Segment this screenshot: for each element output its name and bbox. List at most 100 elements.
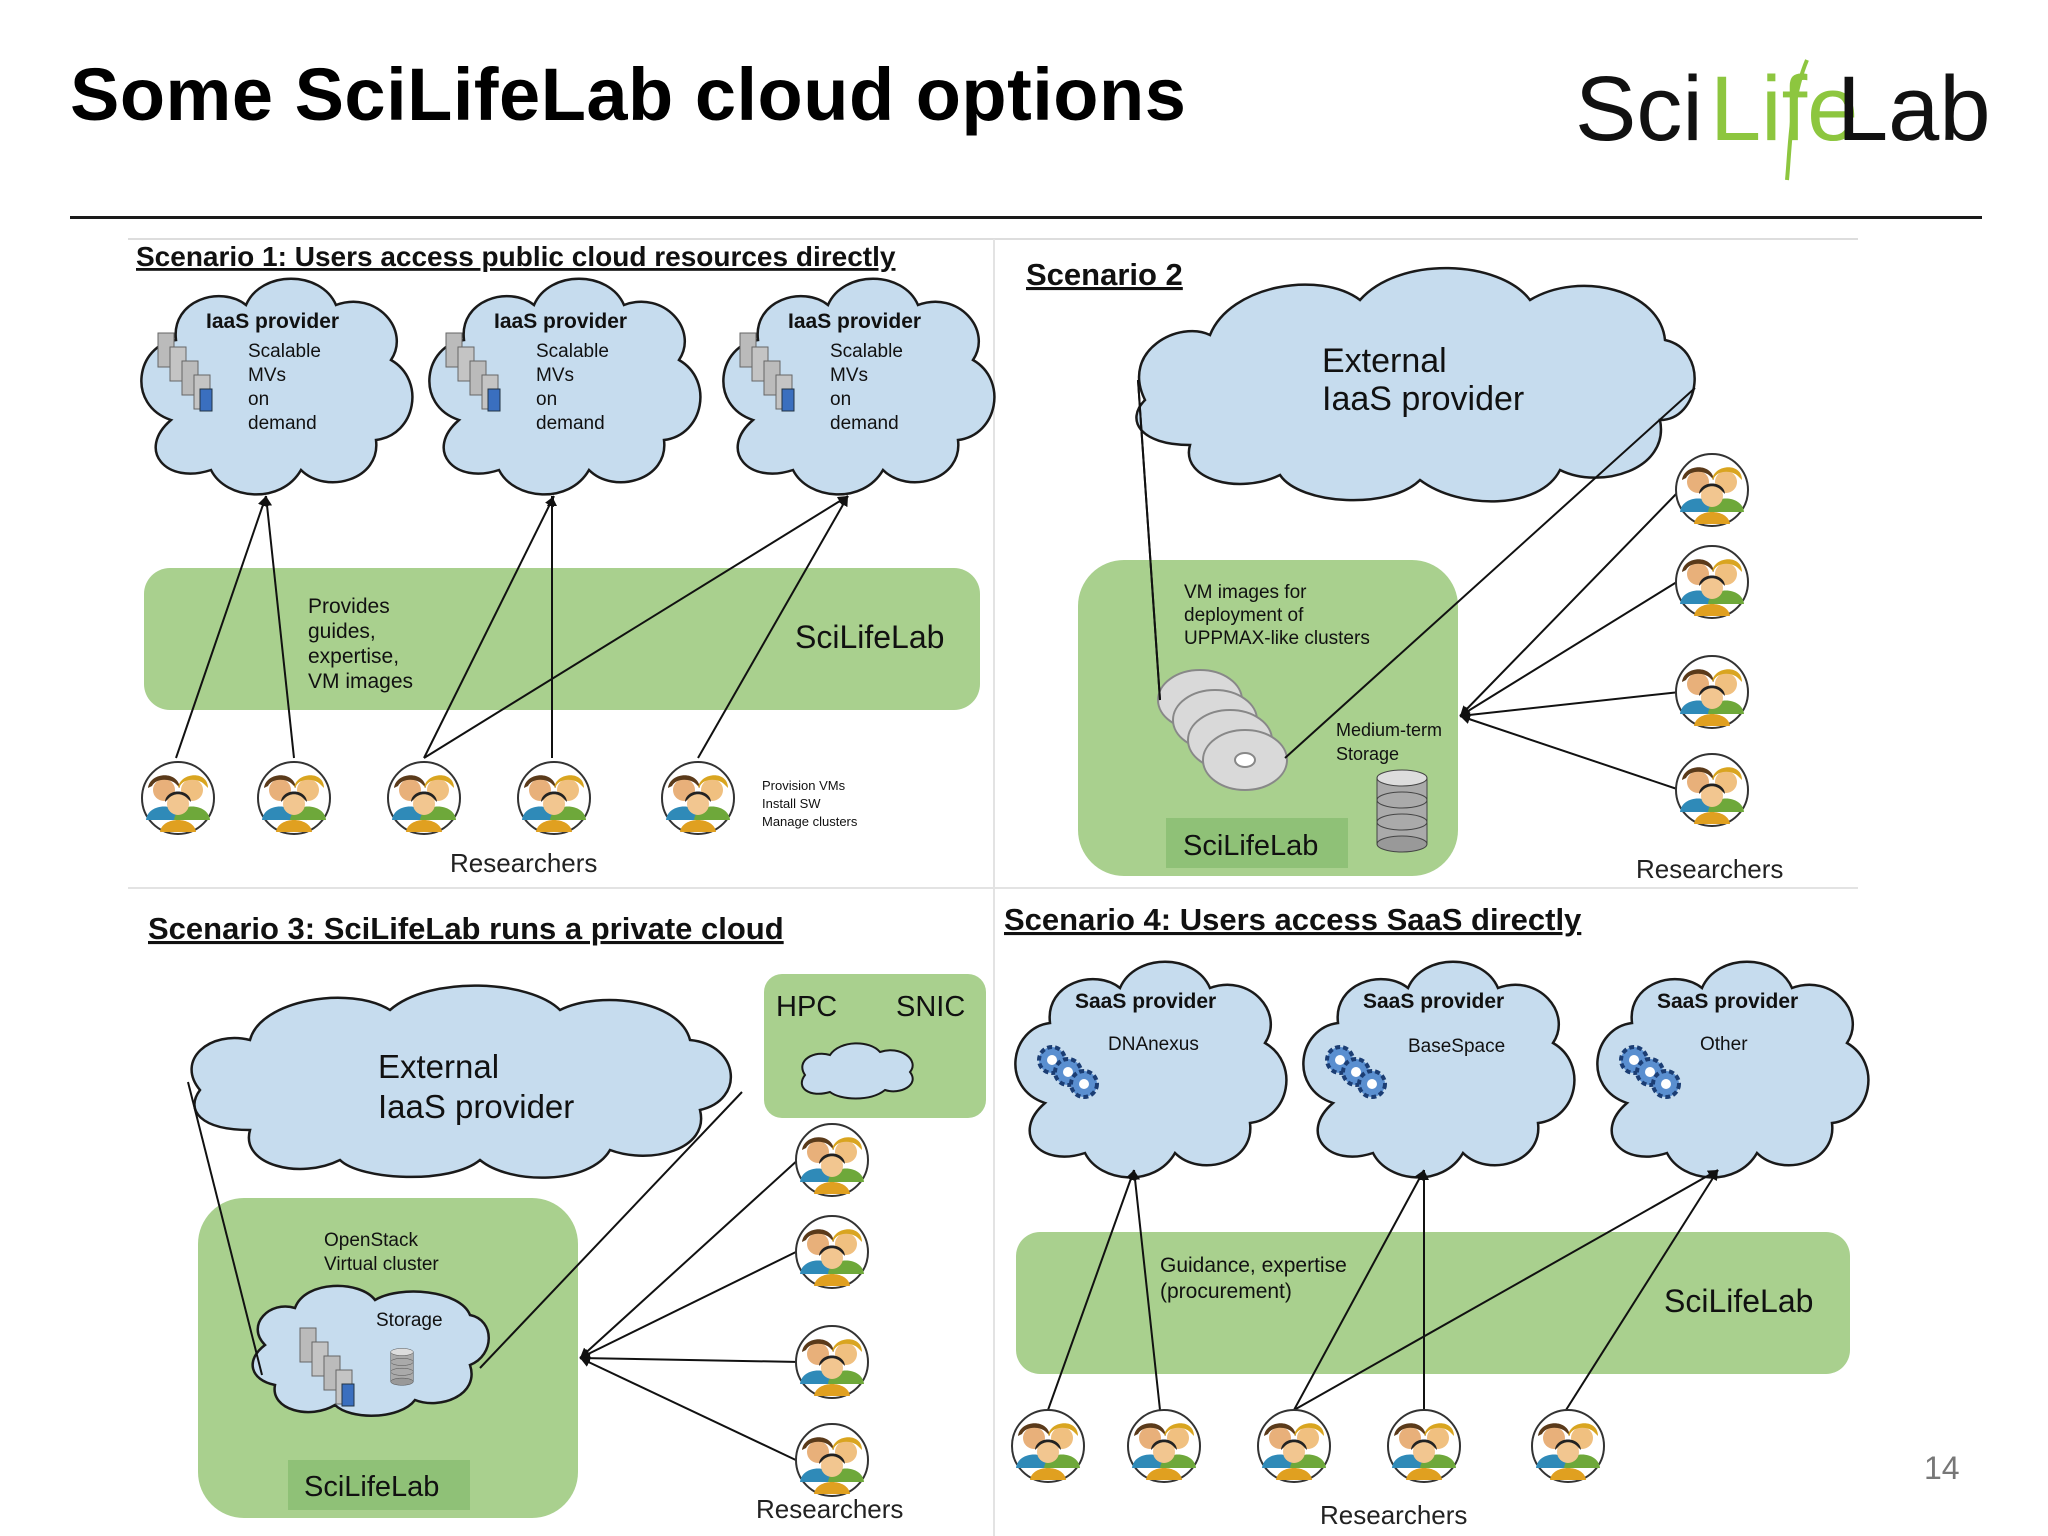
- logo-sci: Sci: [1575, 58, 1703, 160]
- hpc-mini-cloud: [800, 1042, 914, 1100]
- scenario1-panel: [144, 568, 980, 710]
- scenario4-cloud-2: SaaS provider BaseSpace: [1302, 960, 1576, 1179]
- scenario4-researcher-1: [1011, 1409, 1085, 1483]
- scenario1-panel-text-1: Provides: [308, 595, 390, 618]
- scenario4-cloud-1: SaaS provider DNAnexus: [1014, 960, 1288, 1179]
- scenario3-scilifelab-label: SciLifeLab: [304, 1471, 439, 1503]
- slide-title: Some SciLifeLab cloud options: [70, 53, 1187, 136]
- scenario2-researcher-2: [1675, 545, 1749, 619]
- scenario1-cloud-2-title: IaaS provider: [494, 310, 627, 333]
- scenario4-researcher-5: [1531, 1409, 1605, 1483]
- scenario1-researcher-3: [387, 761, 461, 835]
- basespace-label: BaseSpace: [1408, 1036, 1505, 1057]
- scenario2-scilifelab-label: SciLifeLab: [1183, 830, 1318, 862]
- svg-text:OpenStack: OpenStack: [324, 1230, 418, 1251]
- snic-label: SNIC: [896, 991, 965, 1023]
- scenario4-researcher-4: [1387, 1409, 1461, 1483]
- page-number: 14: [1924, 1450, 1960, 1486]
- svg-text:Scalable: Scalable: [248, 341, 321, 362]
- svg-text:UPPMAX-like clusters: UPPMAX-like clusters: [1184, 628, 1370, 649]
- scenario4-researchers-label: Researchers: [1320, 1500, 1467, 1530]
- scenario2-group: Scenario 2 External IaaS provider VM ima…: [1026, 257, 1783, 884]
- svg-text:Scalable: Scalable: [830, 341, 903, 362]
- scenario3-external-cloud: [190, 984, 733, 1179]
- svg-text:on: on: [536, 389, 557, 410]
- svg-text:Scalable: Scalable: [536, 341, 609, 362]
- scilifelab-logo: Sci Life Lab: [1575, 58, 1991, 181]
- svg-text:Guidance, expertise: Guidance, expertise: [1160, 1254, 1347, 1277]
- scenario3-researcher-2: [795, 1215, 869, 1289]
- scenario2-cloud-line-1: External: [1322, 342, 1447, 380]
- scenario4-heading: Scenario 4: Users access SaaS directly: [1004, 902, 1582, 937]
- scenario4-panel: [1016, 1232, 1850, 1374]
- scenario1-note-1: Provision VMs: [762, 778, 846, 793]
- svg-text:SaaS provider: SaaS provider: [1363, 990, 1504, 1013]
- private-cloud-storage-label: Storage: [376, 1310, 443, 1331]
- svg-text:MVs: MVs: [830, 365, 868, 386]
- scenario4-researcher-3: [1257, 1409, 1331, 1483]
- scenario3-label-box: [288, 1460, 470, 1510]
- scenario1-researcher-5: [661, 761, 735, 835]
- svg-text:SaaS provider: SaaS provider: [1075, 990, 1216, 1013]
- scenario2-researchers-label: Researchers: [1636, 854, 1783, 884]
- scenario3-cloud-line-2: IaaS provider: [378, 1088, 574, 1125]
- scenario1-note-2: Install SW: [762, 796, 821, 811]
- svg-text:Storage: Storage: [1336, 744, 1399, 764]
- scenario2-storage-icon: [1376, 769, 1428, 853]
- scenario3-cloud-line-1: External: [378, 1048, 499, 1085]
- hpc-label: HPC: [776, 991, 837, 1023]
- svg-text:demand: demand: [830, 413, 899, 434]
- svg-text:deployment of: deployment of: [1184, 605, 1304, 626]
- private-cloud: [251, 1284, 490, 1417]
- svg-text:Virtual cluster: Virtual cluster: [324, 1254, 439, 1275]
- svg-text:Medium-term: Medium-term: [1336, 720, 1442, 740]
- svg-text:demand: demand: [248, 413, 317, 434]
- scenario4-scilifelab-label: SciLifeLab: [1664, 1283, 1813, 1319]
- svg-text:MVs: MVs: [248, 365, 286, 386]
- scenario1-cloud-2: IaaS provider Scalable MVs on demand: [428, 277, 702, 496]
- scenario1-note-3: Manage clusters: [762, 814, 858, 829]
- scenario3-researcher-4: [795, 1423, 869, 1497]
- scenario3-researcher-1: [795, 1123, 869, 1197]
- scenario1-scilifelab-label: SciLifeLab: [795, 619, 944, 655]
- scenario2-heading: Scenario 2: [1026, 257, 1183, 292]
- scenario1-researchers-label: Researchers: [450, 848, 597, 878]
- scenario1-cloud-3-title: IaaS provider: [788, 310, 921, 333]
- scenario1-researcher-4: [517, 761, 591, 835]
- scenario2-researcher-4: [1675, 753, 1749, 827]
- scenario3-group: Scenario 3: SciLifeLab runs a private cl…: [148, 911, 986, 1524]
- vm-images-disks: [1157, 669, 1288, 791]
- svg-text:on: on: [248, 389, 269, 410]
- svg-text:(procurement): (procurement): [1160, 1280, 1292, 1303]
- scenario1-researcher-2: [257, 761, 331, 835]
- scenario3-researcher-3: [795, 1325, 869, 1399]
- scenario2-researcher-3: [1675, 655, 1749, 729]
- svg-text:SaaS provider: SaaS provider: [1657, 990, 1798, 1013]
- scenario1-panel-text-4: VM images: [308, 670, 413, 693]
- scenario4-cloud-3: SaaS provider Other: [1596, 960, 1870, 1179]
- scenario1-panel-text-2: guides,: [308, 620, 376, 643]
- svg-text:VM images for: VM images for: [1184, 582, 1307, 603]
- scenario2-cloud-line-2: IaaS provider: [1322, 380, 1524, 418]
- logo-swash: [1785, 59, 1809, 181]
- scenario2-external-cloud: [1135, 266, 1696, 503]
- scenario2-panel: [1078, 560, 1458, 876]
- dnanexus-label: DNAnexus: [1108, 1034, 1199, 1055]
- svg-text:demand: demand: [536, 413, 605, 434]
- svg-text:MVs: MVs: [536, 365, 574, 386]
- scenario1-cloud-3: IaaS provider Scalable MVs on demand: [722, 277, 996, 496]
- other-label: Other: [1700, 1034, 1748, 1055]
- scenario3-heading: Scenario 3: SciLifeLab runs a private cl…: [148, 911, 784, 946]
- scenario2-label-box: [1166, 818, 1348, 868]
- scenario1-cloud-1-title: IaaS provider: [206, 310, 339, 333]
- scenario4-researcher-2: [1127, 1409, 1201, 1483]
- scenario1-group: Scenario 1: Users access public cloud re…: [136, 241, 996, 878]
- scenario1-researcher-1: [141, 761, 215, 835]
- scenario1-panel-text-3: expertise,: [308, 645, 399, 668]
- title-rule: [70, 216, 1982, 219]
- scenario1-heading: Scenario 1: Users access public cloud re…: [136, 241, 896, 272]
- logo-life: Life: [1710, 58, 1858, 160]
- logo-lab: Lab: [1837, 58, 1991, 160]
- scenario2-researcher-1: [1675, 453, 1749, 527]
